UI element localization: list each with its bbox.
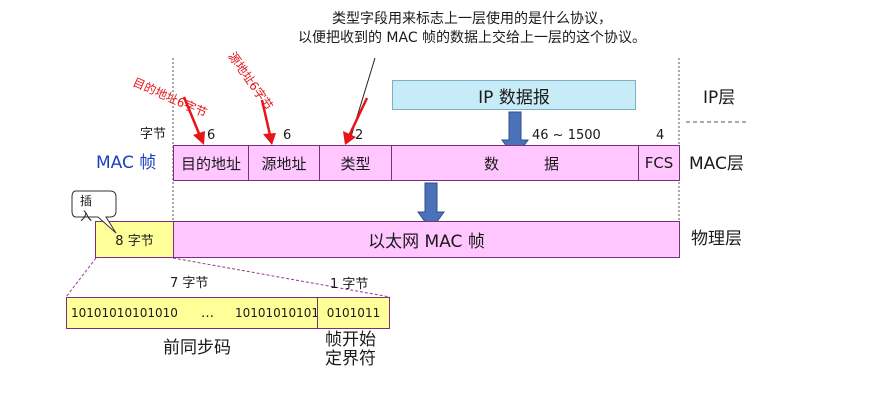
ip-layer-label: IP层 — [703, 88, 736, 108]
mac-field-fcs-label: FCS — [644, 154, 674, 172]
preamble-bits-box: 10101010101010 … 1010101010101 — [66, 297, 334, 329]
byte-unit-label: 字节 — [140, 127, 167, 142]
mac-field-src: 源地址 — [248, 145, 320, 181]
src-byte-count: 6 — [283, 128, 292, 143]
physical-layer-label: 物理层 — [691, 229, 742, 249]
ethernet-frame-box: 以太网 MAC 帧 — [173, 221, 680, 258]
preamble-bits-left: 10101010101010 — [71, 306, 178, 320]
type-byte-count: 2 — [355, 128, 364, 143]
insert-tag-bubble — [71, 190, 117, 234]
ethernet-frame-label: 以太网 MAC 帧 — [368, 232, 485, 252]
ip-datagram-box: IP 数据报 — [392, 80, 636, 110]
seven-bytes-label: 7 字节 — [170, 276, 209, 291]
one-byte-label: 1 字节 — [330, 277, 369, 292]
sfd-bits: 0101011 — [326, 306, 381, 320]
callout-note: 类型字段用来标志上一层使用的是什么协议， 以便把收到的 MAC 帧的数据上交给上… — [262, 10, 682, 48]
mac-field-dest: 目的地址 — [173, 145, 249, 181]
mac-field-data: 数 据 — [391, 145, 639, 181]
mac-field-src-label: 源地址 — [261, 154, 307, 173]
preamble-label: 前同步码 — [163, 338, 231, 358]
sfd-label-line-2: 定界符 — [325, 349, 376, 369]
preamble-ellipsis: … — [201, 305, 214, 321]
sfd-label-line-1: 帧开始 — [325, 330, 376, 350]
mac-frame-label: MAC 帧 — [96, 153, 157, 173]
mac-field-data-right: 据 — [544, 154, 560, 173]
ip-datagram-label: IP 数据报 — [478, 87, 550, 108]
callout-line-2: 以便把收到的 MAC 帧的数据上交给上一层的这个协议。 — [297, 30, 647, 46]
callout-line-1: 类型字段用来标志上一层使用的是什么协议， — [332, 11, 612, 27]
data-byte-count: 46 ~ 1500 — [532, 128, 601, 143]
red-arrows — [182, 96, 369, 145]
mac-layer-label: MAC层 — [689, 154, 744, 174]
mac-field-data-left: 数 — [484, 154, 500, 173]
fcs-byte-count: 4 — [656, 128, 665, 143]
mac-field-fcs: FCS — [638, 145, 680, 181]
preamble-bits-mid: 1010101010101 — [235, 306, 335, 320]
sfd-bits-box: 0101011 — [317, 297, 390, 329]
insert-tag-label: 插入 — [80, 194, 93, 223]
mac-field-type: 类型 — [319, 145, 392, 181]
mac-field-type-label: 类型 — [340, 154, 371, 173]
dest-byte-count: 6 — [207, 128, 216, 143]
mac-field-dest-label: 目的地址 — [180, 154, 241, 173]
preamble-block-label: 8 字节 — [115, 234, 154, 249]
